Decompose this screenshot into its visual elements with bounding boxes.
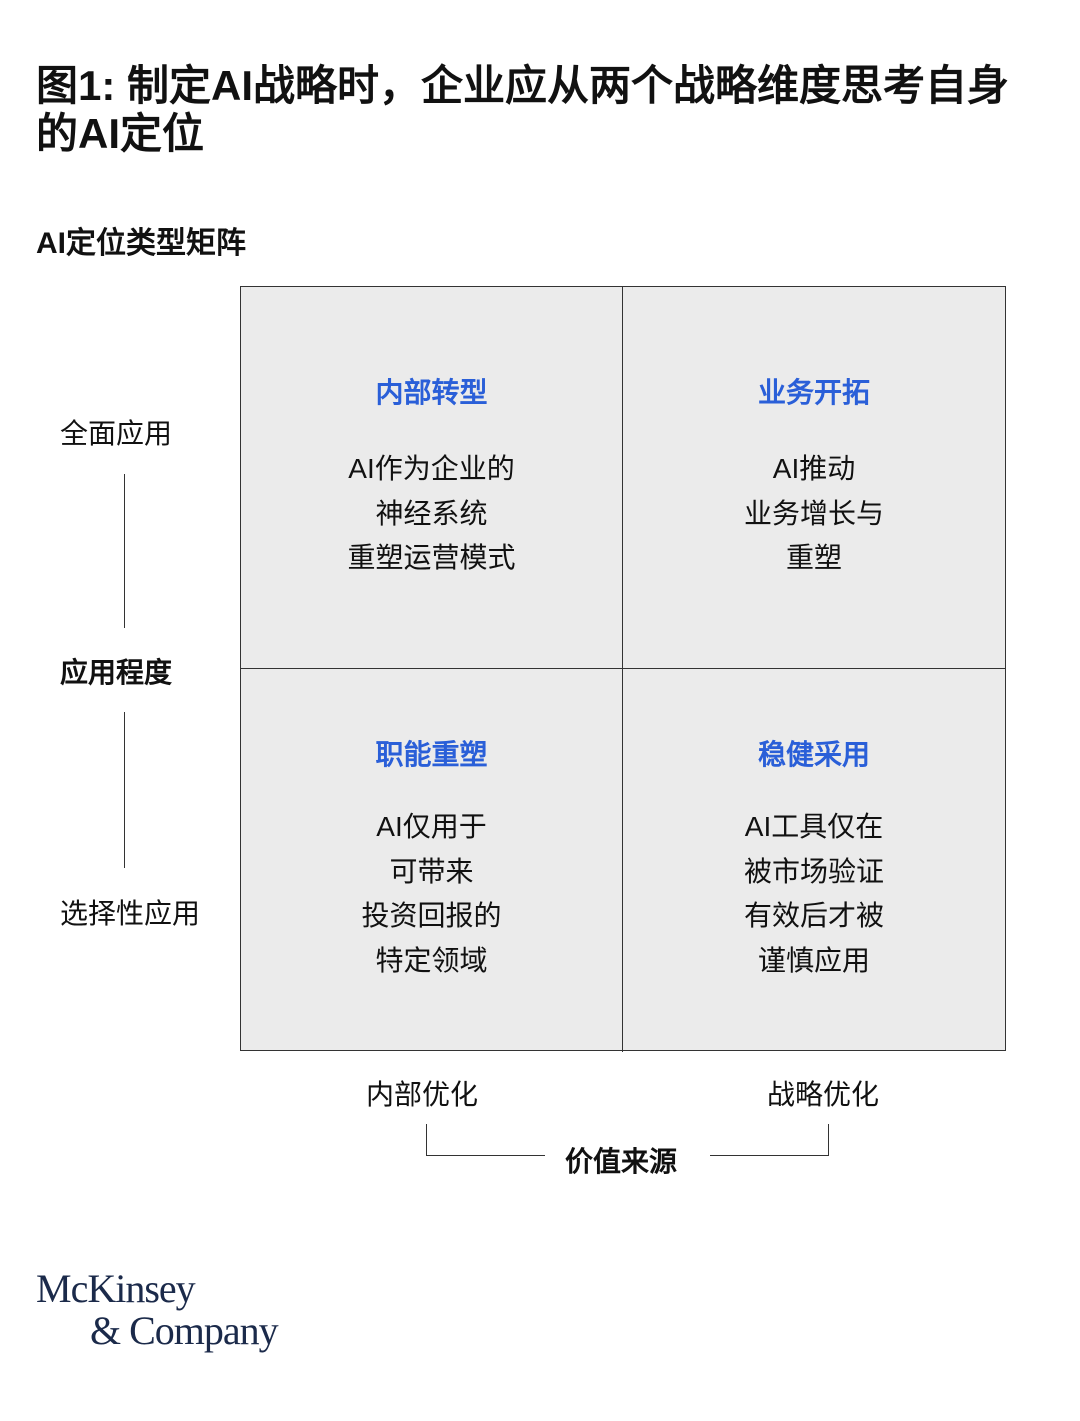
mckinsey-logo: McKinsey & Company	[36, 1266, 279, 1353]
quadrant-title: 职能重塑	[375, 739, 488, 770]
quadrant-description: AI作为企业的 神经系统 重塑运营模式	[241, 447, 622, 581]
quadrant-description: AI工具仅在 被市场验证 有效后才被 谨慎应用	[623, 805, 1005, 983]
quadrant-line: 重塑运营模式	[347, 542, 516, 573]
quadrant-line: 可带来	[389, 855, 474, 887]
quadrant-line: AI仅用于	[376, 811, 487, 842]
quadrant-title: 稳健采用	[757, 739, 870, 770]
quadrant-line: 业务增长与	[743, 497, 884, 529]
quadrant-line: 被市场验证	[743, 855, 884, 887]
x-axis-bracket-right	[710, 1124, 829, 1156]
y-axis-line-top	[124, 474, 125, 628]
logo-line-2: & Company	[90, 1308, 279, 1353]
quadrant-description: AI仅用于 可带来 投资回报的 特定领域	[241, 805, 622, 983]
quadrant-steady-adoption: 稳健采用 AI工具仅在 被市场验证 有效后才被 谨慎应用	[623, 669, 1005, 1052]
quadrant-line: AI推动	[772, 453, 856, 484]
quadrant-business-expansion: 业务开拓 AI推动 业务增长与 重塑	[623, 287, 1005, 669]
quadrant-description: AI推动 业务增长与 重塑	[623, 447, 1005, 581]
quadrant-title: 内部转型	[375, 377, 488, 408]
quadrant-line: 特定领域	[375, 944, 488, 976]
x-axis-bracket-left	[426, 1124, 545, 1156]
page-title: 图1: 制定AI战略时，企业应从两个战略维度思考自身的AI定位	[36, 62, 1010, 157]
y-axis-top-label: 全面应用	[60, 418, 173, 449]
quadrant-line: AI作为企业的	[348, 453, 515, 484]
y-axis-title: 应用程度	[60, 657, 173, 688]
quadrant-line: 有效后才被	[743, 900, 884, 931]
matrix-subtitle: AI定位类型矩阵	[36, 227, 246, 260]
quadrant-internal-transformation: 内部转型 AI作为企业的 神经系统 重塑运营模式	[241, 287, 623, 669]
x-axis-left-label: 内部优化	[366, 1079, 479, 1110]
quadrant-line: 神经系统	[375, 497, 488, 529]
quadrant-line: 谨慎应用	[757, 944, 870, 976]
quadrant-function-reshaping: 职能重塑 AI仅用于 可带来 投资回报的 特定领域	[241, 669, 623, 1052]
quadrant-line: AI工具仅在	[744, 811, 884, 842]
quadrant-title: 业务开拓	[757, 377, 870, 408]
x-axis-right-label: 战略优化	[767, 1079, 880, 1110]
positioning-matrix: 内部转型 AI作为企业的 神经系统 重塑运营模式 业务开拓 AI推动 业务增长与…	[240, 286, 1006, 1052]
y-axis-bottom-label: 选择性应用	[60, 898, 201, 929]
x-axis-title: 价值来源	[565, 1146, 678, 1177]
logo-line-1: McKinsey	[36, 1266, 196, 1311]
y-axis-line-bottom	[124, 712, 125, 868]
quadrant-line: 投资回报的	[361, 900, 502, 931]
quadrant-line: 重塑	[785, 542, 842, 573]
